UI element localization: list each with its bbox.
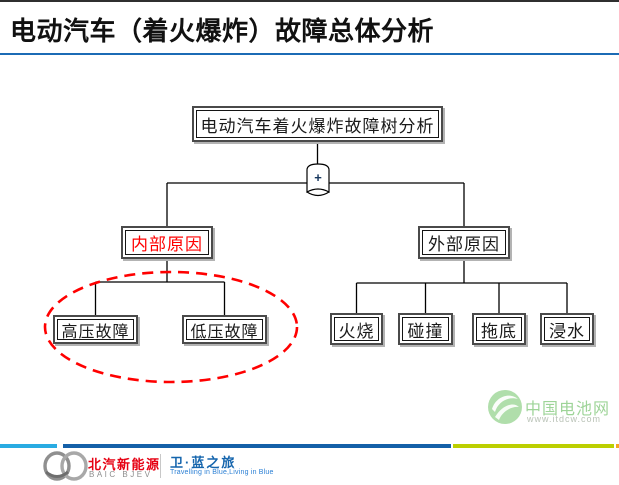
title-underline — [0, 53, 619, 55]
node-external-cause: 外部原因 — [418, 226, 510, 259]
watermark-site-name: 中国电池网 — [525, 401, 611, 418]
node-collision-label: 碰撞 — [402, 317, 449, 341]
node-fire: 火烧 — [330, 313, 383, 345]
footer-bar-green — [453, 444, 614, 448]
watermark-site-url: www.itdcw.com — [527, 414, 602, 424]
tree-root-node: 电动汽车着火爆炸故障树分析 — [192, 106, 443, 142]
baic-brand-name-en: BAIC BJEV — [89, 470, 153, 479]
highlight-dashed-ellipse — [43, 270, 299, 384]
or-gate-plus: + — [314, 170, 322, 185]
baic-slogan-en: Travelling in Blue,Living in Blue — [170, 469, 274, 476]
node-fire-label: 火烧 — [334, 317, 379, 341]
footer-bar-orange — [616, 444, 619, 448]
screen-top-border — [0, 0, 619, 2]
node-collision: 碰撞 — [398, 313, 453, 345]
node-external-cause-label: 外部原因 — [422, 230, 506, 255]
baic-brand-name-cn: 北汽新能源 — [88, 457, 161, 472]
node-low-voltage-fault: 低压故障 — [182, 315, 267, 344]
footer-divider — [160, 454, 161, 478]
or-gate: + — [306, 163, 330, 197]
page-title: 电动汽车（着火爆炸）故障总体分析 — [10, 16, 435, 46]
node-low-voltage-fault-label: 低压故障 — [186, 319, 263, 341]
node-internal-cause: 内部原因 — [121, 226, 213, 259]
tree-root-label: 电动汽车着火爆炸故障树分析 — [196, 110, 439, 138]
node-water-immersion-label: 浸水 — [544, 317, 590, 341]
or-gate-body — [306, 163, 330, 194]
node-water-immersion: 浸水 — [540, 313, 594, 345]
baic-slogan-cn: 卫·蓝之旅 — [170, 455, 237, 470]
or-gate-rim — [306, 191, 330, 197]
node-high-voltage-fault-label: 高压故障 — [57, 319, 134, 341]
footer-bar-blue — [63, 444, 451, 448]
node-internal-cause-label: 内部原因 — [125, 230, 209, 255]
node-high-voltage-fault: 高压故障 — [53, 315, 138, 344]
node-bottom-scrape: 拖底 — [472, 313, 526, 345]
node-bottom-scrape-label: 拖底 — [476, 317, 522, 341]
footer-bar-cyan — [0, 444, 57, 448]
